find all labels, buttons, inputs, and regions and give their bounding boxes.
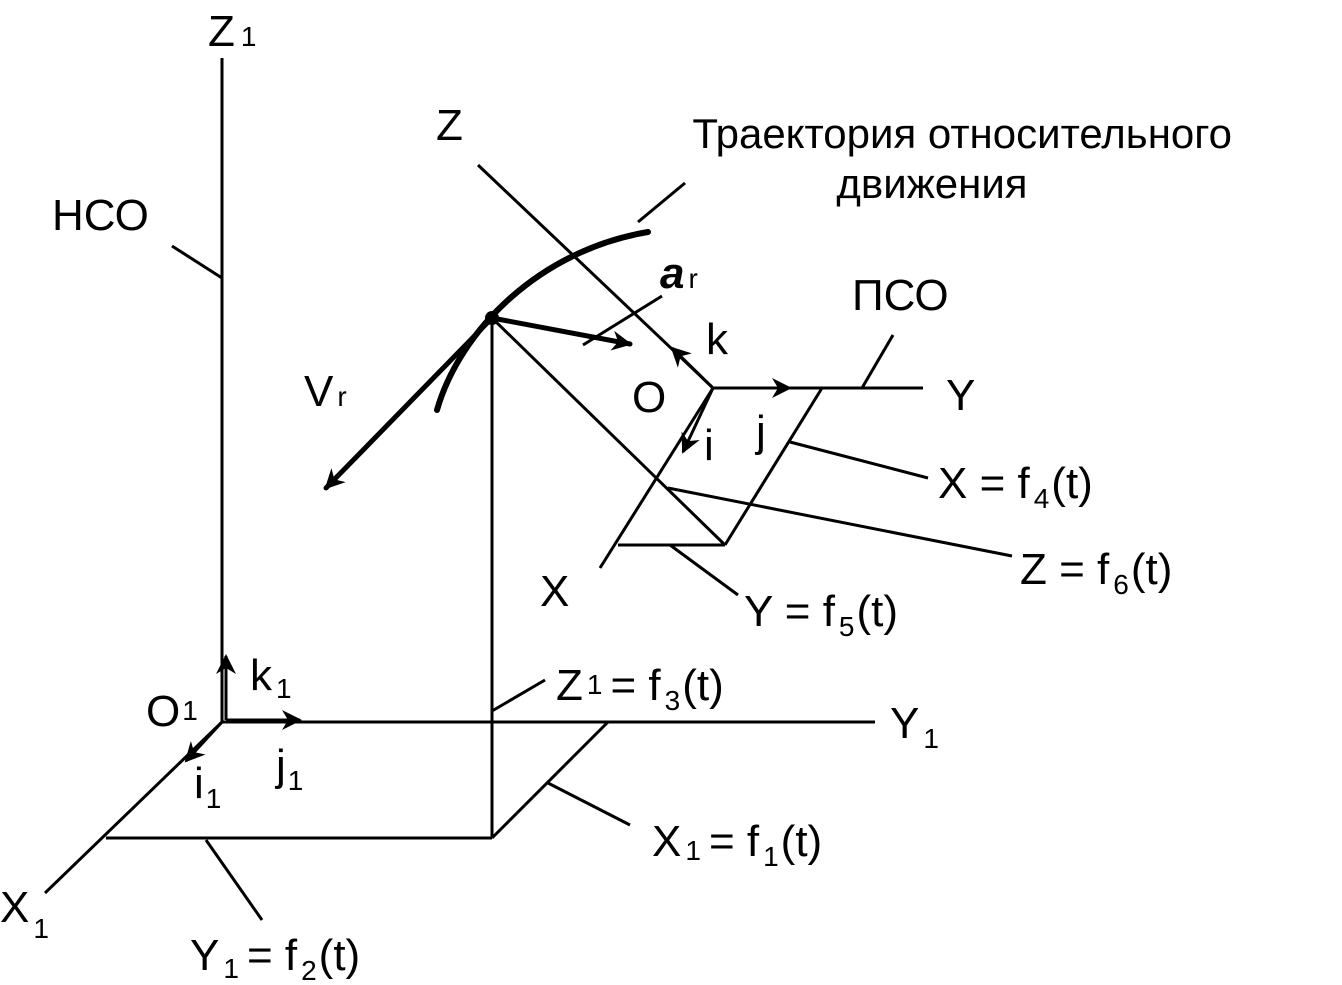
trajectory-line-1: Траектория относительного [692,110,1232,157]
i1-vector [184,720,224,763]
proj-diagonal [490,316,727,547]
moving-point [485,311,499,325]
i1-label: i1 [194,759,221,814]
trajectory-line-2: движения [836,160,1027,207]
y1-f2-leader [204,839,264,921]
pso-leader [860,334,895,389]
z-f6-leader [667,486,1013,558]
k-vector [670,346,715,390]
pso-label: ПСО [852,271,949,320]
nso-leader [171,244,223,280]
acceleration-vector-ar [489,315,633,351]
x-f4-leader [789,440,929,480]
trajectory-label: Траектория относительного движения [692,110,1243,207]
o1-label: O1 [146,687,198,736]
base-right-edge [490,720,610,840]
i-vector [681,387,715,454]
nso-label: НСО [52,191,149,240]
j1-label: j1 [274,741,303,796]
o-label: O [632,373,666,422]
ar-leader [582,294,663,347]
y-f5-leader [669,543,739,597]
trajectory-leader [637,181,686,224]
y-axis-label: Y [946,371,975,420]
k-label: k [706,315,729,364]
velocity-vector-vr [323,315,495,491]
z-axis-label: Z [436,101,463,150]
x1-f1-leader [547,781,631,827]
x-axis-label: X [540,567,569,616]
j-label: j [754,407,766,456]
trajectory-curve [434,229,651,413]
i-label: i [704,421,714,470]
proj-right-edge [723,387,824,546]
z1-f3-leader [491,678,546,713]
